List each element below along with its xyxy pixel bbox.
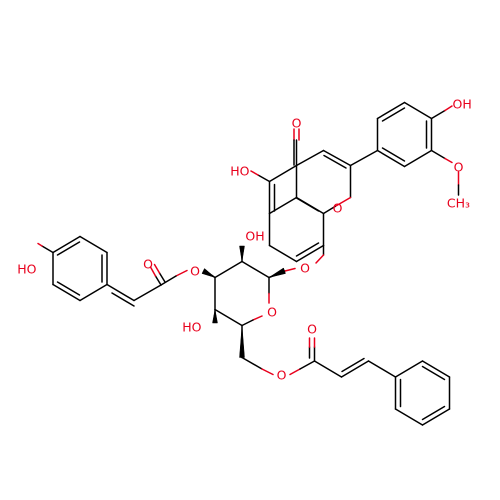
- bond: [381, 147, 406, 162]
- bond: [52, 283, 81, 302]
- bond: [79, 235, 108, 254]
- a-ring-substituents: [250, 170, 325, 264]
- b-ring: [349, 101, 460, 196]
- bond: [149, 266, 157, 277]
- bond: [381, 107, 406, 122]
- bond: [241, 260, 270, 279]
- bond: [158, 272, 166, 283]
- bond: [295, 242, 320, 257]
- coumaroyl-ester-oxygen-label: O: [190, 264, 200, 279]
- bond: [252, 315, 263, 321]
- cinnamoyl-ester-oxygen-label: O: [277, 368, 287, 383]
- bond: [56, 241, 81, 256]
- bond: [444, 105, 453, 112]
- pyran-oxygen-label: O: [333, 201, 343, 216]
- bond: [315, 254, 325, 264]
- coumaroyl-phenol-hydroxyl-label: HO: [17, 262, 36, 277]
- bond: [430, 149, 446, 160]
- b-ring-hydroxyl-label: OH: [453, 97, 472, 112]
- bond: [376, 101, 406, 120]
- bond: [133, 284, 162, 302]
- bond: [334, 196, 352, 208]
- bond: [341, 357, 365, 373]
- bond: [175, 269, 188, 277]
- bond: [41, 245, 54, 254]
- bond: [268, 164, 298, 183]
- bond: [295, 149, 325, 167]
- bond: [268, 244, 298, 263]
- wedge-bond: [239, 245, 245, 262]
- wedge-bond: [212, 309, 218, 324]
- bond: [261, 368, 274, 376]
- sugar-ring: [206, 249, 296, 376]
- bond: [52, 235, 81, 254]
- bond: [349, 149, 379, 167]
- ketone-oxygen-label: O: [292, 116, 302, 131]
- bond: [289, 368, 301, 376]
- bond: [257, 174, 271, 183]
- bond: [241, 319, 254, 327]
- stereo-wedges: [201, 245, 286, 358]
- methyl-label: CH₃: [447, 196, 470, 211]
- bond: [153, 263, 161, 274]
- bond: [376, 149, 406, 168]
- a-ring-hydroxyl-label: HO: [230, 164, 249, 179]
- coumaroyl-carbonyl-oxygen-label: O: [143, 257, 153, 272]
- bond: [111, 292, 135, 307]
- bond: [367, 360, 397, 378]
- bond: [403, 149, 433, 168]
- sugar-ring-oxygen-label: O: [267, 305, 277, 320]
- bond: [323, 154, 347, 169]
- chromone-a-ring: [268, 164, 325, 263]
- sugar-c4-hydroxyl-label: HO: [182, 320, 201, 335]
- wedge-bond: [268, 267, 286, 278]
- bond: [250, 170, 259, 176]
- bond: [295, 197, 320, 212]
- bond: [37, 242, 43, 247]
- bond: [106, 283, 135, 302]
- bond: [268, 196, 298, 215]
- bond: [56, 281, 81, 296]
- bond: [241, 356, 263, 370]
- bond: [430, 109, 446, 120]
- bond: [322, 149, 352, 167]
- atom-labels: O OH O CH₃ HO O O O OH HO O O HO O O: [17, 97, 472, 383]
- wedge-bond: [239, 325, 245, 358]
- bond: [79, 283, 108, 302]
- glycosidic-oxygen-label: O: [300, 261, 310, 276]
- bond: [284, 267, 296, 272]
- bond: [154, 275, 162, 286]
- wedge-bond: [201, 268, 216, 278]
- bond: [322, 205, 336, 215]
- chromone-c-ring: [293, 128, 352, 215]
- bond: [421, 360, 451, 378]
- coumaroyl-ester: [37, 235, 188, 307]
- cinnamoyl-carbonyl-oxygen-label: O: [307, 322, 317, 337]
- cinnamoyl-ester: [289, 337, 451, 426]
- bond: [403, 101, 433, 120]
- bond: [394, 360, 424, 378]
- bond: [421, 365, 446, 381]
- bond: [394, 408, 424, 426]
- bond: [214, 260, 243, 279]
- bond: [160, 275, 177, 286]
- bond: [214, 308, 243, 327]
- bond: [313, 360, 343, 378]
- bond: [421, 408, 451, 426]
- bond: [299, 360, 316, 370]
- bond: [444, 157, 453, 164]
- methoxy-oxygen-label: O: [454, 160, 464, 175]
- bond: [340, 360, 370, 378]
- bond: [295, 244, 325, 263]
- bond: [421, 405, 446, 421]
- sugar-c2-hydroxyl-label: OH: [245, 229, 264, 244]
